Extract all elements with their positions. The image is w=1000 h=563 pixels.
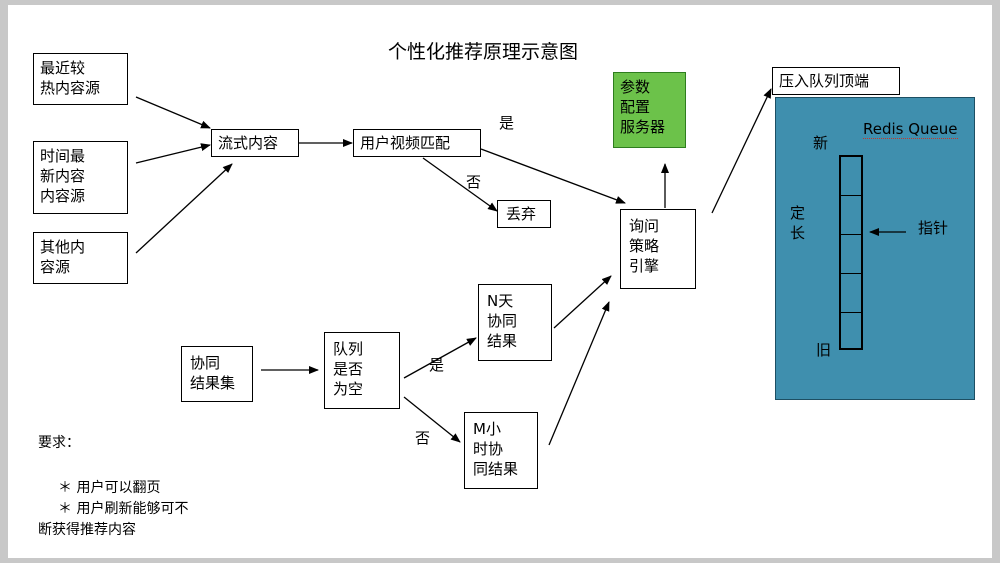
queue-no-label: 否 bbox=[415, 429, 431, 447]
match-yes-label: 是 bbox=[499, 114, 515, 132]
pointer-label: 指针 bbox=[918, 219, 949, 237]
queue-slot bbox=[841, 157, 861, 196]
requirements-heading: 要求： bbox=[38, 435, 80, 451]
queue-old-end-label: 旧 bbox=[816, 341, 832, 359]
policy-engine-node: 询问 策略 引擎 bbox=[620, 209, 696, 289]
match-no-label: 否 bbox=[466, 173, 482, 191]
requirement-item-refresh-cont: 断获得推荐内容 bbox=[38, 522, 136, 538]
new-content-source-node: 时间最 新内容 内容源 bbox=[33, 141, 128, 214]
hot-content-source-node: 最近较 热内容源 bbox=[33, 53, 128, 105]
slide: 个性化推荐原理示意图 最近较 热内容源 时间最 新内容 内容源 其他内 容源 流… bbox=[8, 5, 992, 558]
redis-queue-title: Redis Queue bbox=[863, 120, 958, 139]
arrow-engine-to-queue-top bbox=[711, 88, 772, 214]
arrow-match-to-discard bbox=[422, 157, 498, 212]
diagram-title: 个性化推荐原理示意图 bbox=[388, 41, 579, 63]
queue-yes-label: 是 bbox=[429, 356, 445, 374]
push-to-queue-top-node: 压入队列顶端 bbox=[772, 67, 900, 95]
queue-slot bbox=[841, 274, 861, 313]
user-video-match-node: 用户视频匹配 bbox=[353, 129, 481, 157]
queue-empty-check-node: 队列 是否 为空 bbox=[324, 332, 400, 409]
arrow-queue-no bbox=[403, 396, 461, 443]
redis-queue-panel bbox=[775, 97, 975, 400]
discard-node: 丢弃 bbox=[497, 200, 551, 228]
queue-slot bbox=[841, 196, 861, 235]
queue-slot bbox=[841, 235, 861, 274]
requirement-item-refresh: ＊ 用户刷新能够可不 bbox=[58, 501, 189, 517]
n-day-collab-result-node: N天 协同 结果 bbox=[478, 284, 552, 361]
fixed-length-label: 定 长 bbox=[790, 204, 806, 242]
arrow-other-to-stream bbox=[135, 163, 233, 254]
arrow-nday-to-engine bbox=[553, 275, 612, 329]
collab-result-set-node: 协同 结果集 bbox=[181, 346, 253, 402]
other-content-source-node: 其他内 容源 bbox=[33, 232, 128, 284]
parameter-config-server-node: 参数 配置 服务器 bbox=[613, 72, 686, 148]
arrow-new-to-stream bbox=[135, 143, 211, 164]
arrow-hot-to-stream bbox=[135, 96, 211, 129]
m-hour-collab-result-node: M小 时协 同结果 bbox=[464, 412, 538, 489]
stream-content-node: 流式内容 bbox=[211, 129, 299, 157]
queue-new-end-label: 新 bbox=[813, 134, 829, 152]
diagram-arrows bbox=[135, 88, 906, 446]
arrow-match-to-engine bbox=[480, 148, 626, 204]
arrow-mhour-to-engine bbox=[548, 301, 610, 446]
requirement-item-paging: ＊ 用户可以翻页 bbox=[58, 480, 161, 496]
queue-slots bbox=[839, 155, 863, 350]
arrow-queue-yes bbox=[403, 337, 477, 379]
